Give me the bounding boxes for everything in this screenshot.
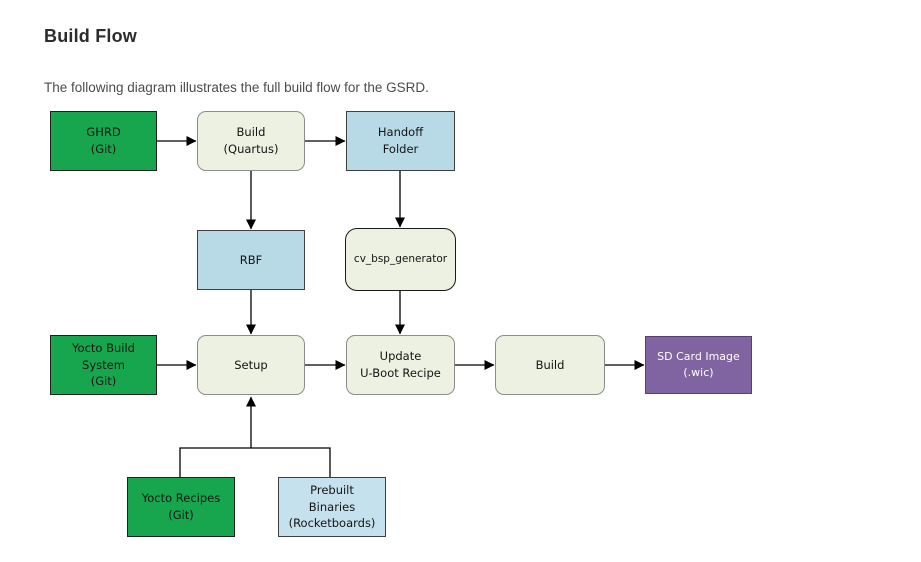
- page-description: The following diagram illustrates the fu…: [44, 79, 429, 95]
- node-sd-card-image-wic: SD Card Image (.wic): [645, 336, 752, 394]
- node-yocto-build-system-git: Yocto Build System (Git): [50, 335, 157, 395]
- node-build-quartus: Build (Quartus): [197, 111, 305, 171]
- page-title: Build Flow: [44, 26, 137, 47]
- node-cv-bsp-generator: cv_bsp_generator: [345, 228, 456, 291]
- node-handoff-folder: Handoff Folder: [346, 111, 455, 171]
- node-setup: Setup: [197, 335, 305, 395]
- node-update-uboot-recipe: Update U-Boot Recipe: [346, 335, 455, 395]
- node-prebuilt-binaries-rocketboards: Prebuilt Binaries (Rocketboards): [278, 477, 386, 537]
- node-yocto-recipes-git: Yocto Recipes (Git): [127, 477, 235, 537]
- node-rbf: RBF: [197, 230, 305, 290]
- node-build: Build: [495, 335, 605, 395]
- node-ghrd-git: GHRD (Git): [50, 111, 157, 171]
